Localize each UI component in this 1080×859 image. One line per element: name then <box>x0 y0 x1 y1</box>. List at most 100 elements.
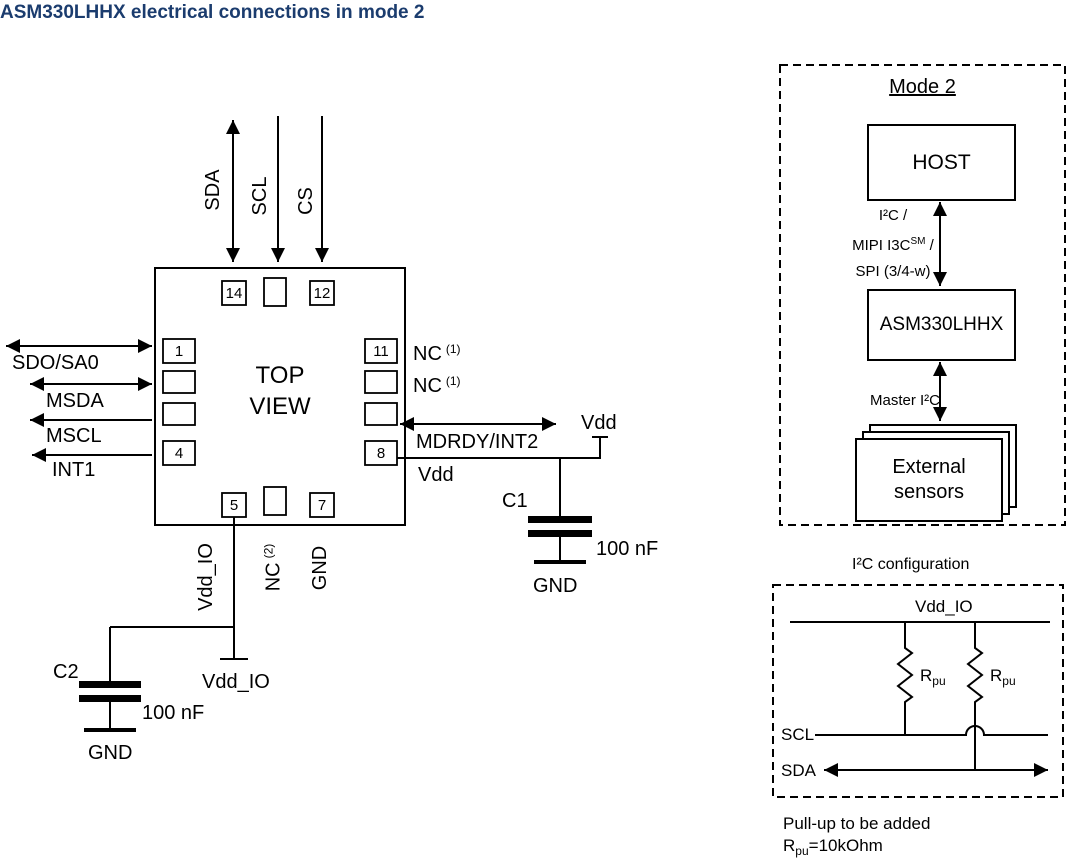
host-label: HOST <box>912 150 971 174</box>
pin-number-1: 1 <box>174 343 184 360</box>
top-view-line2: VIEW <box>249 393 311 420</box>
rpu2-resistor <box>966 622 984 770</box>
bus-line2-sup: SM <box>910 236 926 247</box>
sensors-line1: External <box>892 456 966 478</box>
vddio-rail-label: Vdd_IO <box>915 597 973 616</box>
sdo-sa0-label: SDO/SA0 <box>12 352 99 374</box>
pad-left-blank-2 <box>162 402 196 426</box>
c2-name: C2 <box>53 661 79 683</box>
gnd-pin-label: GND <box>309 545 331 591</box>
figure-title: ASM330LHHX electrical connections in mod… <box>0 2 425 23</box>
nc-text: NC <box>413 343 442 365</box>
int1-label: INT1 <box>52 459 96 481</box>
pin-number-14: 14 <box>225 285 243 302</box>
i2c-panel-border <box>772 584 1064 798</box>
pad-1 <box>162 338 196 364</box>
nc1-label-b: NC(1) <box>413 369 461 398</box>
top-view-line1: TOP <box>255 362 305 389</box>
r-subscript: pu <box>795 844 809 858</box>
mode2-title: Mode 2 <box>889 76 956 98</box>
bus-line2: MIPI I3CSM / <box>798 229 988 259</box>
pad-12 <box>309 280 335 306</box>
c1-plate-bottom <box>528 530 592 537</box>
c1-plate-top <box>528 516 592 523</box>
pin-number-4: 4 <box>174 445 184 462</box>
scl-signal-label: SCL <box>249 176 271 216</box>
r-subscript: pu <box>932 674 946 688</box>
c2-plate-bottom <box>79 695 141 702</box>
sensors-line2: sensors <box>893 481 965 503</box>
chip-outline <box>154 267 406 526</box>
r-subscript: pu <box>1002 674 1016 688</box>
top-view-label: TOP VIEW <box>155 358 405 424</box>
c1-name: C1 <box>502 490 528 512</box>
note2-tail: =10kOhm <box>808 836 883 855</box>
r-text: R <box>920 666 933 685</box>
scl-net-label: SCL <box>781 725 815 744</box>
pad-bottom-blank <box>263 486 287 516</box>
rpu1-label: Rpu <box>920 664 946 693</box>
scl-net-line <box>815 725 1048 736</box>
bus-line3: SPI (3/4-w) <box>855 263 931 280</box>
c1-value: 100 nF <box>596 538 659 560</box>
nc-superscript: (1) <box>445 342 461 356</box>
mode2-panel-border <box>779 64 1066 526</box>
c2-gnd-label: GND <box>88 742 133 764</box>
sda-net-label: SDA <box>781 761 816 780</box>
bus-line2-base: MIPI I3C <box>852 237 911 254</box>
host-bus-label: I²C / MIPI I3CSM / SPI (3/4-w) <box>798 203 988 285</box>
external-sensors-stack <box>855 424 1017 522</box>
pad-8 <box>364 440 398 466</box>
r-text: R <box>990 666 1003 685</box>
rpu1-resistor <box>896 622 914 735</box>
nc-text: NC <box>262 562 285 592</box>
mdrdy-int2-label: MDRDY/INT2 <box>416 431 539 453</box>
pullup-note-line2: Rpu=10kOhm <box>783 834 883 859</box>
pad-14 <box>221 280 247 306</box>
nc2-pin-label: NC (2) <box>257 528 286 608</box>
pad-11 <box>364 338 398 364</box>
c1-gnd-label: GND <box>533 575 578 597</box>
asm330lhhx-label: ASM330LHHX <box>879 314 1004 335</box>
vdd-net <box>397 437 601 459</box>
msda-label: MSDA <box>46 390 104 412</box>
pin-number-7: 7 <box>317 497 327 514</box>
vdd-terminal-label: Vdd <box>581 412 617 434</box>
pad-top-blank <box>263 277 287 307</box>
pin-number-11: 11 <box>373 343 389 360</box>
pad-4 <box>162 440 196 466</box>
host-box <box>867 124 1016 201</box>
rpu2-label: Rpu <box>990 664 1016 693</box>
pullup-note-line1: Pull-up to be added <box>783 814 931 833</box>
sensor-box-front <box>855 438 1003 522</box>
pin-number-8: 8 <box>376 445 386 462</box>
pad-left-blank-1 <box>162 370 196 394</box>
chip-pads <box>162 277 398 518</box>
nc-superscript: (1) <box>445 374 461 388</box>
i2c-config-caption: I²C configuration <box>852 556 970 573</box>
c2-plate-top <box>79 681 141 688</box>
bus-line1: I²C / <box>878 207 908 224</box>
capacitor-plates <box>79 516 592 702</box>
c2-value: 100 nF <box>142 702 205 724</box>
vddio-terminal-label: Vdd_IO <box>202 671 270 693</box>
vddio-pin-label: Vdd_IO <box>195 543 217 611</box>
pad-right-blank-2 <box>364 402 398 426</box>
pin-number-5: 5 <box>229 497 239 514</box>
external-sensors-label: External sensors <box>856 439 1002 521</box>
bus-line2-tail: / <box>925 237 934 254</box>
pad-5 <box>221 492 247 518</box>
sda-signal-label: SDA <box>202 169 224 211</box>
nc-superscript: (2) <box>261 543 276 559</box>
master-bus-label: Master I²C <box>870 392 941 409</box>
pad-7 <box>309 492 335 518</box>
nc-text: NC <box>413 375 442 397</box>
nc1-label-a: NC(1) <box>413 337 461 366</box>
asm330lhhx-box <box>867 289 1016 361</box>
vdd-pin8-label: Vdd <box>418 464 454 486</box>
pin-number-12: 12 <box>313 285 331 302</box>
mscl-label: MSCL <box>46 425 102 447</box>
pad-right-blank-1 <box>364 370 398 394</box>
